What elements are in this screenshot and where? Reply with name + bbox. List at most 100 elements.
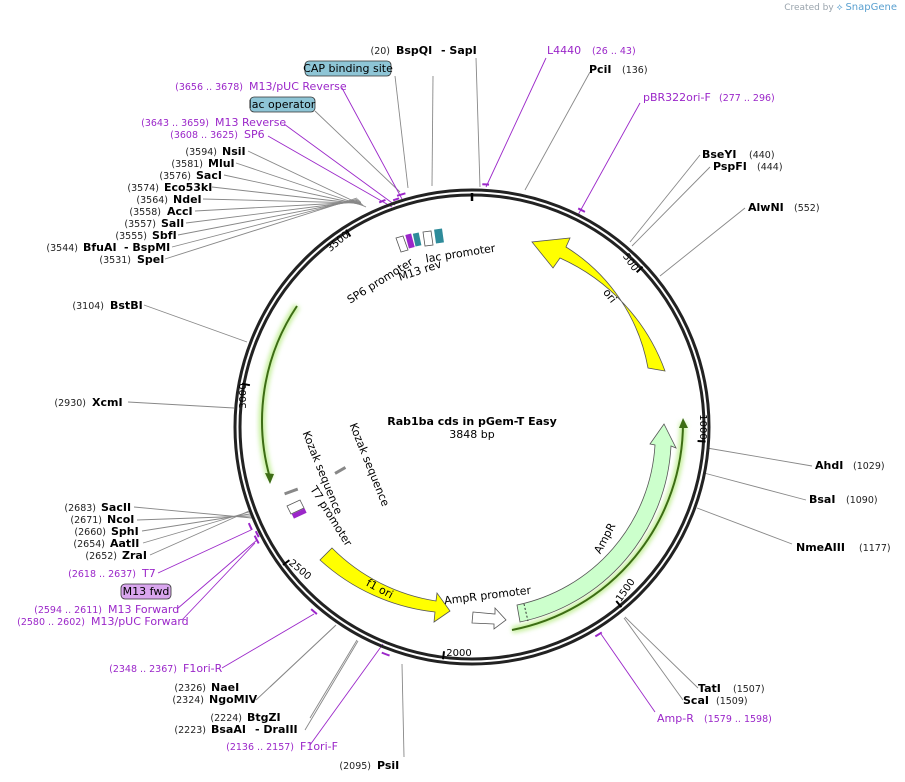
site-num: (1509) bbox=[716, 696, 748, 707]
primer-range: (3608 .. 3625) bbox=[170, 130, 238, 141]
site-bspmi: - BspMI bbox=[124, 241, 170, 254]
site-num: (2324) bbox=[172, 695, 204, 706]
site-sapi: - SapI bbox=[441, 44, 477, 57]
site-num: (3574) bbox=[127, 183, 159, 194]
ampr-arrow[interactable] bbox=[516, 423, 677, 623]
site-eco53ki: Eco53kI bbox=[164, 181, 212, 194]
lac-operator-box[interactable]: lac operator bbox=[249, 96, 316, 113]
primer-mark[interactable] bbox=[381, 651, 390, 657]
site-num: (1507) bbox=[733, 684, 765, 695]
site-num: (440) bbox=[749, 150, 775, 161]
snapgene-credit: Created by ⟡ SnapGene bbox=[784, 2, 897, 13]
site-nmeaiii: NmeAIII bbox=[796, 541, 845, 554]
tick-mark bbox=[241, 382, 251, 387]
primer-range: (2618 .. 2637) bbox=[68, 569, 136, 580]
site-num: (2223) bbox=[174, 725, 206, 736]
tick-label: 3000 bbox=[238, 383, 249, 408]
site-bsaai: BsaAI bbox=[211, 723, 246, 736]
m13fwd-mark[interactable] bbox=[291, 508, 307, 519]
site-sacii: SacII bbox=[101, 501, 131, 514]
site-num: (2930) bbox=[54, 398, 86, 409]
site-num: (2224) bbox=[210, 713, 242, 724]
ori-feature[interactable]: ori bbox=[531, 237, 666, 372]
m13rev-mark[interactable] bbox=[405, 233, 415, 249]
primer-t7: T7 bbox=[141, 567, 156, 580]
primer-mark[interactable] bbox=[392, 197, 400, 202]
primer-marks bbox=[247, 183, 603, 657]
primer-mark[interactable] bbox=[396, 192, 406, 197]
site-num: (3581) bbox=[171, 159, 203, 170]
site-labels: (20) BspQI - SapI PciI (136) BseYI (440)… bbox=[46, 44, 890, 772]
lac-operator-mark[interactable] bbox=[412, 232, 422, 247]
primer-l4440: L4440 bbox=[547, 44, 581, 57]
site-num: (2654) bbox=[73, 539, 105, 550]
site-num: (136) bbox=[622, 65, 648, 76]
tick-label: 3500 bbox=[325, 230, 352, 255]
lac-promoter-arrow[interactable] bbox=[422, 230, 434, 247]
site-num: (1177) bbox=[859, 543, 891, 554]
credit-prefix: Created by bbox=[784, 3, 834, 13]
ori-label: ori bbox=[600, 286, 619, 305]
ori-arrow[interactable] bbox=[531, 237, 666, 372]
t7-promoter-arrow[interactable] bbox=[286, 499, 305, 515]
primer-mark[interactable] bbox=[253, 535, 260, 544]
site-spei: SpeI bbox=[137, 253, 164, 266]
site-num: (552) bbox=[794, 203, 820, 214]
site-num: (3555) bbox=[115, 231, 147, 242]
site-sbfi: SbfI bbox=[152, 229, 177, 242]
site-bstbi: BstBI bbox=[110, 299, 143, 312]
primer-range: (3643 .. 3659) bbox=[141, 118, 209, 129]
m13fwd-box[interactable]: M13 fwd bbox=[120, 583, 172, 600]
tick-mark bbox=[442, 651, 446, 660]
primer-mark[interactable] bbox=[310, 608, 318, 615]
f1ori-arrow[interactable] bbox=[319, 547, 451, 623]
primer-mark[interactable] bbox=[254, 530, 260, 538]
cap-binding-box[interactable]: CAP binding site bbox=[303, 60, 393, 77]
mcs-top-features: SP6 promoter M13 rev lac promoter bbox=[345, 228, 497, 306]
tick-mark bbox=[636, 266, 644, 273]
site-ahdi: AhdI bbox=[815, 459, 843, 472]
plasmid-size: 3848 bp bbox=[449, 428, 494, 441]
credit-brand: SnapGene bbox=[845, 2, 897, 13]
primer-mark[interactable] bbox=[378, 198, 386, 204]
site-num: (3564) bbox=[136, 195, 168, 206]
primer-m13puc-forward: M13/pUC Forward bbox=[91, 615, 189, 628]
ampr-promoter-arrow[interactable] bbox=[471, 606, 507, 630]
site-alwni: AlwNI bbox=[748, 201, 784, 214]
site-xcmi: XcmI bbox=[92, 396, 123, 409]
primer-mark[interactable] bbox=[594, 631, 603, 638]
site-scai: ScaI bbox=[683, 694, 709, 707]
site-num: (3576) bbox=[159, 171, 191, 182]
site-num: (3544) bbox=[46, 243, 78, 254]
primer-mark[interactable] bbox=[247, 522, 253, 531]
site-mlui: MluI bbox=[208, 157, 235, 170]
primer-range: (1579 .. 1598) bbox=[704, 714, 772, 725]
cap-site-mark[interactable] bbox=[434, 228, 444, 244]
primer-f1ori-f: F1ori-F bbox=[300, 740, 338, 753]
f1ori-feature[interactable]: f1 ori bbox=[319, 547, 451, 623]
cap-binding-label: CAP binding site bbox=[303, 62, 393, 75]
site-btgzi: BtgZI bbox=[247, 711, 281, 724]
site-zrai: ZraI bbox=[122, 549, 147, 562]
primer-mark[interactable] bbox=[577, 207, 586, 213]
site-num: (2095) bbox=[339, 761, 371, 772]
primer-range: (2136 .. 2157) bbox=[226, 742, 294, 753]
site-num: (2652) bbox=[85, 551, 117, 562]
site-psii: PsiI bbox=[377, 759, 399, 772]
kozak-mark-1[interactable] bbox=[334, 466, 347, 475]
site-num: (1029) bbox=[853, 461, 885, 472]
orf-arcs bbox=[258, 304, 688, 634]
site-num: (3558) bbox=[129, 207, 161, 218]
primer-range: (26 .. 43) bbox=[592, 46, 636, 57]
site-sphi: SphI bbox=[111, 525, 139, 538]
kozak-mark-2[interactable] bbox=[284, 487, 299, 496]
sp6-promoter-arrow[interactable] bbox=[395, 235, 409, 253]
site-naei: NaeI bbox=[211, 681, 239, 694]
kozak-label-1: Kozak sequence bbox=[347, 421, 392, 508]
site-sali: SalI bbox=[161, 217, 184, 230]
lac-promoter-label: lac promoter bbox=[425, 242, 497, 266]
primer-range: (2348 .. 2367) bbox=[109, 664, 177, 675]
site-draiii: - DraIII bbox=[255, 723, 298, 736]
primer-range: (2580 .. 2602) bbox=[17, 617, 85, 628]
